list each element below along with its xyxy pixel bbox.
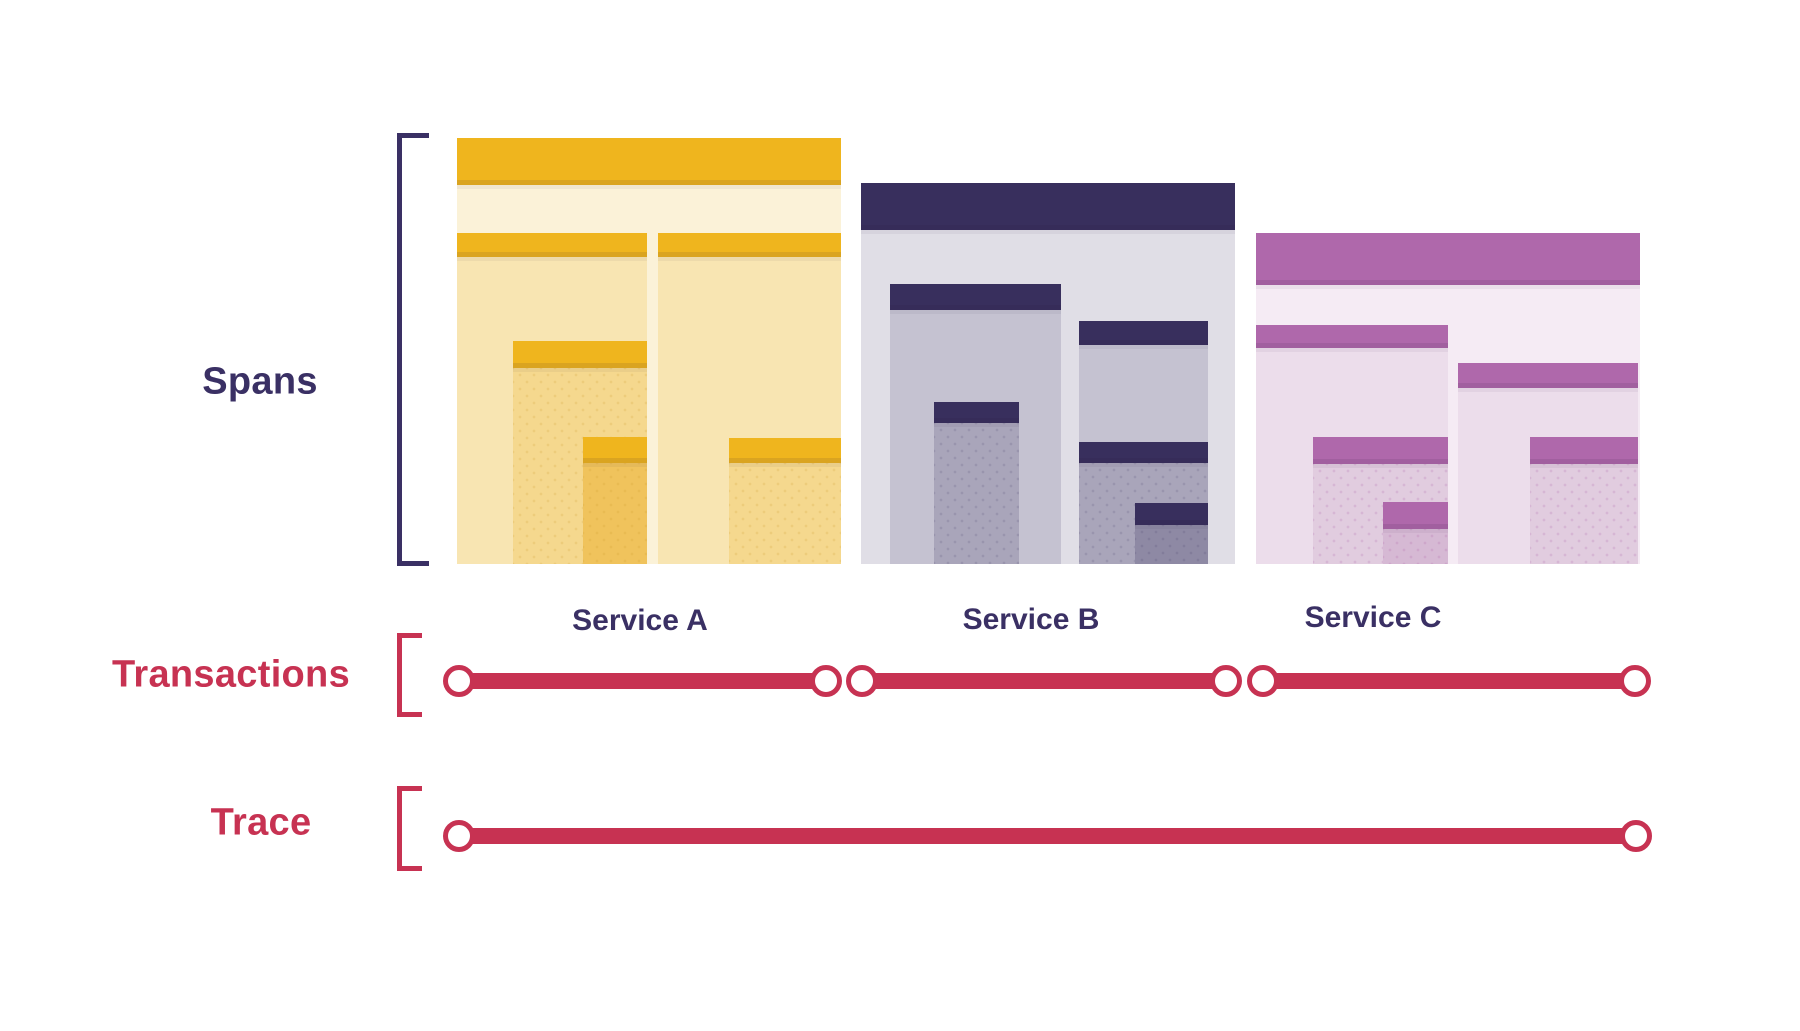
service-label-c: Service C: [1304, 601, 1442, 634]
trace-bracket: [397, 786, 422, 871]
transaction-start-circle-3: [1247, 665, 1279, 697]
service-label-b: Service B: [962, 603, 1100, 636]
transaction-line-3: [1263, 673, 1635, 689]
span-bar-c-level2: [1256, 325, 1448, 348]
trace-row-label: Trace: [210, 801, 312, 844]
trace-start-circle: [443, 820, 475, 852]
transactions-row-label: Transactions: [111, 653, 351, 696]
span-bar-a-level3: [729, 438, 841, 463]
span-bar-b-level1: [861, 183, 1235, 230]
span-bar-b-level3: [1079, 442, 1208, 463]
span-duration-a-level3: [729, 463, 841, 564]
span-bar-b-level3: [934, 402, 1019, 423]
span-bar-a-level2: [457, 233, 647, 257]
transactions-bracket: [397, 633, 422, 717]
trace-end-circle: [1620, 820, 1652, 852]
transaction-line-2: [862, 673, 1226, 689]
trace-line: [459, 828, 1636, 844]
span-duration-a-level4: [583, 463, 647, 564]
transaction-end-circle-1: [810, 665, 842, 697]
span-bar-c-level3: [1313, 437, 1448, 464]
span-duration-b-level4: [1135, 525, 1208, 564]
span-bar-c-level3: [1530, 437, 1638, 464]
span-bar-b-level2: [1079, 321, 1208, 345]
transaction-end-circle-2: [1210, 665, 1242, 697]
transaction-start-circle-2: [846, 665, 878, 697]
span-bar-a-level1: [457, 138, 841, 185]
transaction-start-circle-1: [443, 665, 475, 697]
span-duration-b-level3: [934, 423, 1019, 564]
span-bar-a-level3: [513, 341, 647, 368]
transaction-end-circle-3: [1619, 665, 1651, 697]
spans-row-label: Spans: [202, 360, 318, 403]
span-bar-b-level2: [890, 284, 1061, 310]
span-duration-c-level3: [1530, 464, 1638, 564]
transaction-line-1: [459, 673, 826, 689]
span-bar-c-level4: [1383, 502, 1448, 529]
span-bar-a-level4: [583, 437, 647, 463]
service-label-a: Service A: [572, 604, 708, 637]
span-bar-b-level4: [1135, 503, 1208, 525]
span-bar-c-level1: [1256, 233, 1640, 285]
span-bar-a-level2: [658, 233, 841, 257]
span-bar-c-level2: [1458, 363, 1638, 388]
spans-bracket: [397, 133, 429, 566]
span-duration-c-level4: [1383, 529, 1448, 564]
